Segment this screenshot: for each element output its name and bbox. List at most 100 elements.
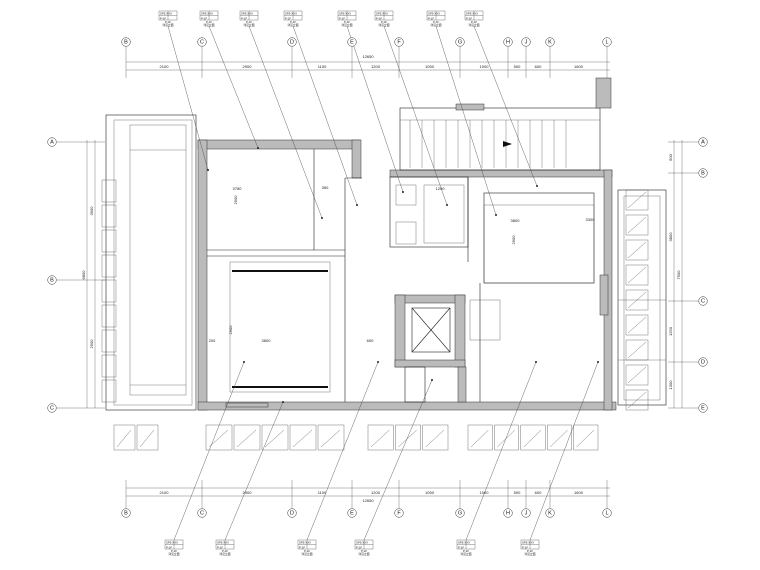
grid-top-F-label: F <box>397 39 401 45</box>
grid-right-E-circle <box>698 403 708 413</box>
right-window-unit <box>625 364 649 386</box>
grid-top-J-label: J <box>525 39 528 45</box>
grid-right-D-circle <box>698 357 708 367</box>
dim-top-4: 1050 <box>425 64 435 69</box>
stair-landing <box>469 299 501 341</box>
tag-bottom-4-floor: P-1F <box>458 545 464 549</box>
leader-dot <box>597 361 599 363</box>
dim-bottom-7: 600 <box>535 490 542 495</box>
bathroom-outline <box>389 176 469 248</box>
left-terrace-inner <box>113 119 193 406</box>
core-wall-bottom <box>394 359 466 368</box>
right-terrace-outline <box>617 189 667 406</box>
grid-left-A-label: A <box>50 139 54 145</box>
grid-bottom-L-label: L <box>605 510 608 516</box>
dim-right-1: 3800 <box>668 232 673 242</box>
tag-top-3-floor2: P-1F <box>290 20 296 24</box>
axis-lines <box>57 47 698 508</box>
dim-bottom-8: 1600 <box>574 490 584 495</box>
dim-left-total: 6800 <box>81 270 86 280</box>
tag-top-1-floor: P-1F <box>201 16 207 20</box>
window-unit <box>467 424 493 451</box>
grid-right-D-label: D <box>701 359 705 365</box>
grid-top-J-circle <box>521 37 531 47</box>
grid-right-B: B <box>698 168 708 178</box>
leader-dot <box>243 361 245 363</box>
grid-bottom-H-label: H <box>506 510 510 516</box>
bottom-windows <box>113 424 599 451</box>
wall-west <box>197 139 208 411</box>
dim-bottom-0: 2100 <box>160 490 170 495</box>
leader-dot <box>282 401 284 403</box>
tag-top-4-code: SFE-XXX <box>339 12 351 16</box>
left-window-unit <box>101 254 117 278</box>
right-window-swing <box>627 391 647 409</box>
dim-bottom-3: 1200 <box>371 490 381 495</box>
grid-top-K-label: K <box>548 39 552 45</box>
tag-top-0-note: 详见立面 <box>162 23 173 27</box>
tag-bottom-5-code: SFE-XXX <box>522 541 534 545</box>
tag-top-4-floor2: P-1F <box>344 20 350 24</box>
tag-top-3-code: SFE-XXX <box>285 12 297 16</box>
tag-top-6-floor2: P-1F <box>433 20 439 24</box>
grid-top-D: D <box>287 37 297 47</box>
master-bed <box>483 204 595 284</box>
tag-top-6-floor: P-1F <box>428 16 434 20</box>
window-swing <box>470 429 489 448</box>
elevator-car <box>411 307 451 353</box>
right-window-swing <box>627 366 647 384</box>
window-unit <box>261 424 289 451</box>
room-dim-8: 200 <box>209 338 216 343</box>
right-window-swing <box>627 191 647 209</box>
column-ne <box>595 77 612 109</box>
leader-top-0 <box>167 25 209 171</box>
tag-top-1-floor2: P-1F <box>206 20 212 24</box>
grid-right-A: A <box>698 137 708 147</box>
right-window-unit <box>625 289 649 311</box>
wall-stub <box>351 139 362 179</box>
tag-top-0-floor: P-1F <box>160 16 166 20</box>
tag-bottom-5-floor2: P-1F <box>527 549 533 553</box>
grid-top-B-circle <box>121 37 131 47</box>
tag-top-4-note: 详见立面 <box>341 23 352 27</box>
leader-bottom-4 <box>465 361 537 541</box>
grid-right-D: D <box>698 357 708 367</box>
grid-bottom-D-circle <box>287 508 297 518</box>
grid-top-G-label: G <box>458 39 462 45</box>
shaft <box>404 366 426 403</box>
dim-left-1: 2900 <box>89 339 94 349</box>
grid-top-E-circle <box>347 37 357 47</box>
leader-dot <box>356 204 358 206</box>
left-terrace-outline <box>105 114 197 411</box>
tag-bottom-4-code: SFE-XXX <box>458 541 470 545</box>
grid-bottom-K-circle <box>545 508 555 518</box>
grid-bottom-H-circle <box>503 508 513 518</box>
window-unit <box>520 424 546 451</box>
dim-top-1: 2900 <box>243 64 253 69</box>
grid-top-K-circle <box>545 37 555 47</box>
grid-bottom-K-label: K <box>548 510 552 516</box>
grid-bottom-H: H <box>503 508 513 518</box>
window-unit <box>136 424 159 451</box>
grid-left-C: C <box>47 403 57 413</box>
tag-bottom-0-code: SFE-XXX <box>166 541 178 545</box>
grid-left-A-circle <box>47 137 57 147</box>
grid-right-A-label: A <box>701 139 705 145</box>
dim-left-0: 3900 <box>89 206 94 216</box>
leader-lines <box>167 25 599 541</box>
tag-top-2-floor2: P-1F <box>246 20 252 24</box>
right-window-unit <box>625 389 649 411</box>
grid-bottom-G-circle <box>455 508 465 518</box>
leader-bottom-3 <box>363 379 433 541</box>
dim-top-total: 12650 <box>362 54 374 59</box>
window-swing <box>139 429 155 448</box>
grid-left-B-label: B <box>50 277 54 283</box>
grid-top-D-circle <box>287 37 297 47</box>
room-dim-4: 1200 <box>436 186 446 191</box>
